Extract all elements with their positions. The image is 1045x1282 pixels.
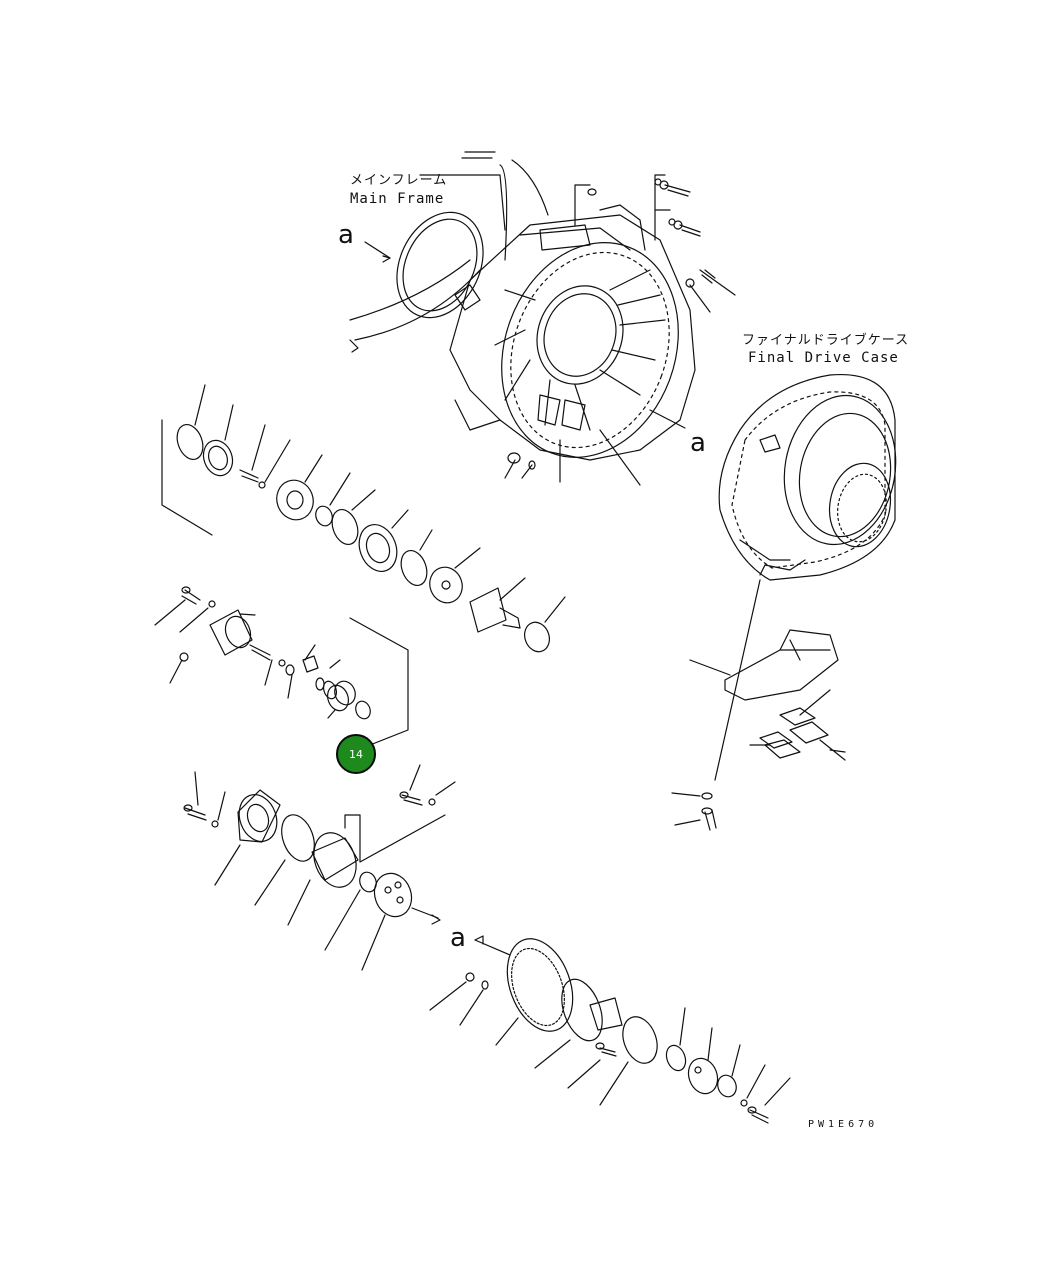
- drawing-code: PW1E670: [808, 1119, 879, 1130]
- final-drive-label-en: Final Drive Case: [748, 350, 899, 366]
- main-frame-part: [349, 151, 696, 461]
- ref-a-lower: a: [450, 923, 466, 953]
- bottom-gear-assembly: [429, 935, 791, 1124]
- main-frame-label-jp: メインフレーム: [350, 173, 448, 188]
- final-drive-label-jp: ファイナルドライブケース: [742, 333, 910, 348]
- main-frame-label-en: Main Frame: [350, 191, 445, 207]
- ref-a-final-drive: a: [690, 428, 706, 458]
- middle-cage-assembly: [154, 586, 409, 746]
- final-drive-case-part: [718, 373, 897, 581]
- bracket-and-shims: [671, 579, 846, 831]
- main-frame-leaders: [364, 174, 736, 486]
- input-shaft-assembly: [161, 384, 566, 653]
- frame-bolts: [507, 178, 716, 470]
- lower-planetary-assembly: [183, 764, 456, 971]
- callout-badge-14[interactable]: 14: [336, 734, 376, 774]
- ref-a-main-frame: a: [338, 220, 354, 250]
- callout-number: 14: [349, 747, 363, 761]
